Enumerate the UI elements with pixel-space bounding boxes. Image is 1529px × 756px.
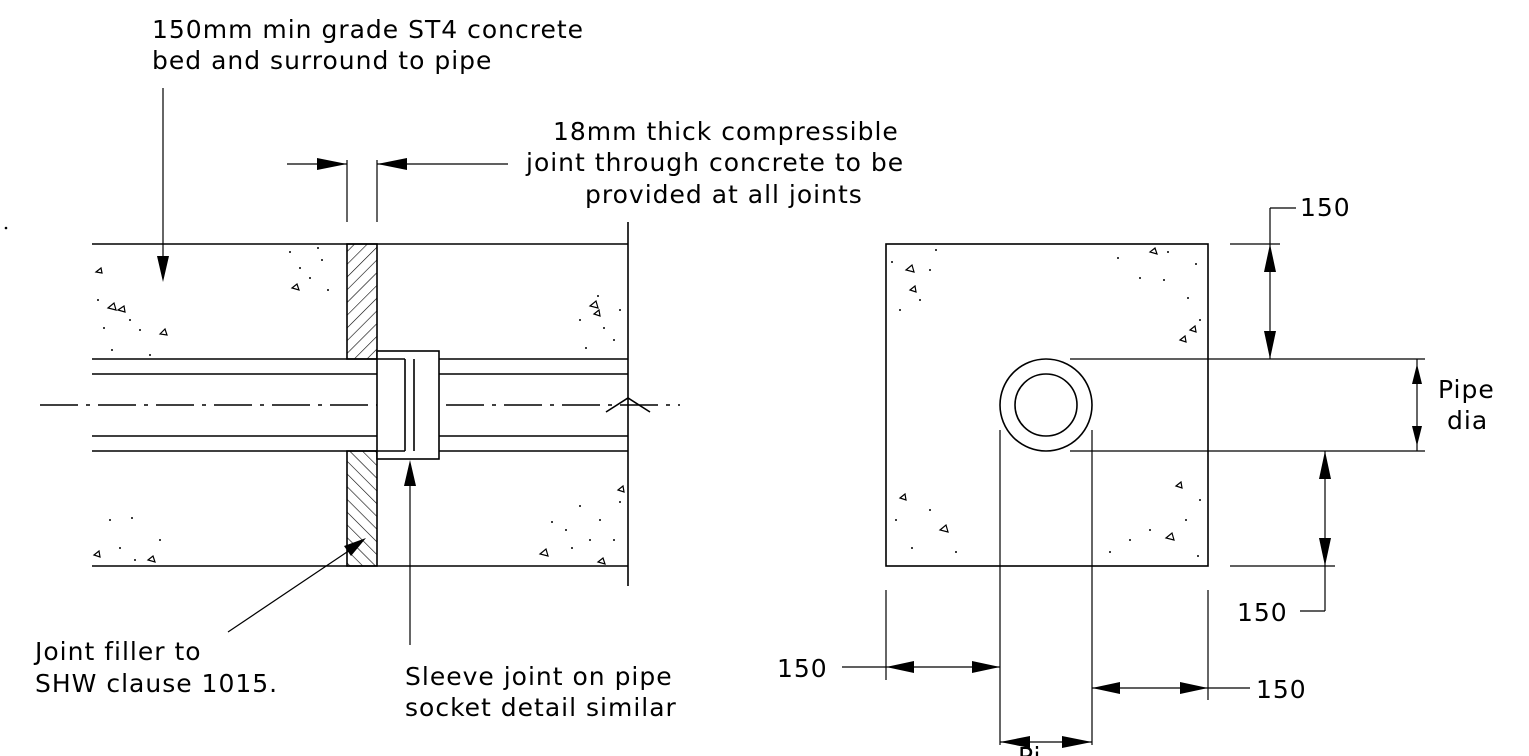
joint-filler-leader: [227, 549, 351, 633]
note-sleeve-joint-line1: Sleeve joint on pipe: [405, 662, 673, 691]
sleeve-joint: [376, 350, 440, 460]
dim-label-pipe-dia-line1: Pipe: [1438, 375, 1495, 404]
arrow-right-side-left: [1092, 682, 1120, 694]
dim-label-pipe-dia-line2: dia: [1447, 406, 1488, 435]
note-compressible-joint-line2: joint through concrete to be: [525, 148, 904, 177]
joint-filler-lower: [346, 450, 378, 567]
arrow-pipe-dia-down: [1412, 426, 1422, 446]
note-sleeve-joint-line2: socket detail similar: [405, 693, 677, 722]
note-compressible-joint-line1: 18mm thick compressible: [553, 117, 899, 146]
joint-filler-upper: [346, 243, 378, 360]
longitudinal-section: [40, 88, 680, 645]
arrow-bottom-pipe-right: [1062, 736, 1092, 748]
arrow-left-side-right: [972, 661, 1000, 673]
joint-filler-arrow: [344, 538, 366, 556]
concrete-aggregate-cross: [891, 246, 1201, 557]
cross-section: [842, 207, 1425, 748]
concrete-aggregate-right: [538, 295, 625, 565]
pipe-inner-circle: [1014, 373, 1078, 437]
sleeve-joint-arrow: [404, 460, 416, 486]
pipe-outer-circle: [999, 358, 1093, 452]
dim-label-bottom-pipe-dia: Pi: [1018, 742, 1041, 756]
break-symbol: [605, 397, 651, 413]
dim-label-bottom-cover: 150: [1237, 598, 1288, 627]
arrow-top-cover-up: [1264, 244, 1276, 272]
note-concrete-bed-line2: bed and surround to pipe: [152, 46, 492, 75]
stray-dot: [4, 226, 8, 230]
note-joint-filler-line2: SHW clause 1015.: [35, 669, 278, 698]
note-compressible-joint-line3: provided at all joints: [585, 180, 863, 209]
joint-arrow-left: [317, 158, 347, 170]
arrow-pipe-dia-up: [1412, 364, 1422, 384]
dim-label-top-cover: 150: [1300, 193, 1351, 222]
arrow-right-side-right: [1180, 682, 1208, 694]
concrete-bed-arrow: [157, 256, 169, 282]
dim-label-left-side: 150: [777, 654, 828, 683]
joint-arrow-right: [377, 158, 407, 170]
note-joint-filler-line1: Joint filler to: [33, 637, 202, 666]
concrete-aggregate-left: [92, 247, 329, 563]
arrow-bottom-cover-up: [1319, 451, 1331, 479]
arrow-top-cover-down: [1264, 331, 1276, 359]
arrow-bottom-pipe-left: [1000, 736, 1030, 748]
dim-label-right-side: 150: [1256, 675, 1307, 704]
arrow-bottom-cover-down: [1319, 538, 1331, 566]
arrow-left-side-left: [886, 661, 914, 673]
note-concrete-bed-line1: 150mm min grade ST4 concrete: [152, 15, 584, 44]
concrete-surround-outline: [885, 243, 1209, 567]
